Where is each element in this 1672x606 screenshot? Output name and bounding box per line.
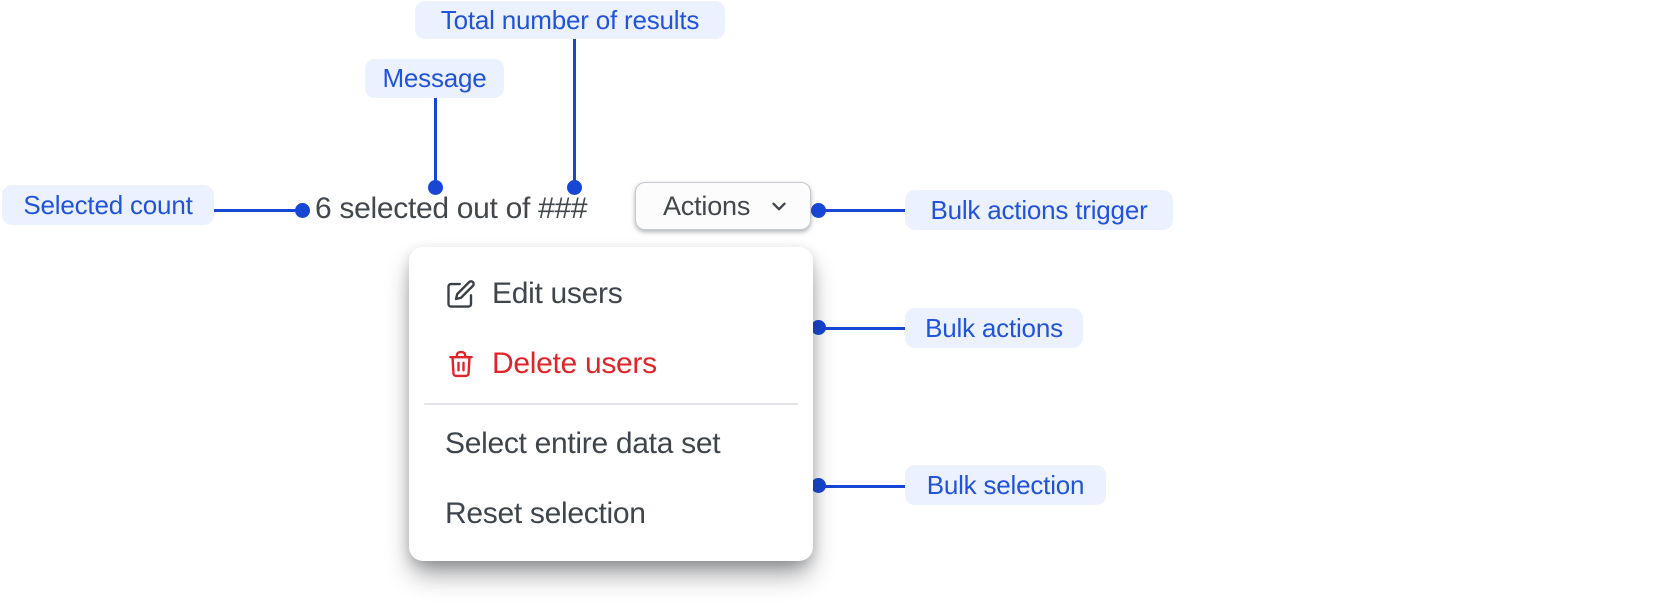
connector-line-bulk-selection [818,485,905,488]
menu-item-reset-selection[interactable]: Reset selection [409,479,813,549]
callout-message: Message [365,59,504,98]
menu-item-label: Reset selection [445,497,646,530]
connector-line-message [434,98,437,188]
trash-icon [445,348,477,380]
connector-dot-bulk-actions-trigger [811,203,826,218]
connector-line-total-results [573,39,576,188]
chevron-down-icon [768,195,790,217]
callout-bulk-selection: Bulk selection [905,465,1106,505]
bulk-actions-menu: Edit users Delete users Select entire da… [409,247,813,561]
connector-line-bulk-actions [818,327,905,330]
bulk-actions-trigger-button[interactable]: Actions [635,182,811,230]
connector-dot-message [428,180,443,195]
selection-message: 6 selected out of ### [315,192,588,225]
menu-item-select-entire-data-set[interactable]: Select entire data set [409,409,813,479]
connector-dot-total-results [567,180,582,195]
menu-item-label: Select entire data set [445,427,721,460]
menu-divider [424,403,798,405]
edit-icon [445,278,477,310]
connector-dot-bulk-actions [811,320,826,335]
menu-item-label: Delete users [492,347,657,380]
callout-selected-count: Selected count [2,185,214,225]
menu-item-label: Edit users [492,277,623,310]
actions-button-label: Actions [663,190,751,221]
connector-dot-bulk-selection [811,478,826,493]
connector-line-bulk-actions-trigger [818,209,905,212]
menu-item-delete-users[interactable]: Delete users [409,329,813,399]
connector-dot-selected-count [295,203,310,218]
callout-total-results: Total number of results [415,1,725,39]
callout-bulk-actions: Bulk actions [905,308,1083,348]
callout-bulk-actions-trigger: Bulk actions trigger [905,190,1173,230]
menu-item-edit-users[interactable]: Edit users [409,259,813,329]
connector-line-selected-count [214,209,302,212]
